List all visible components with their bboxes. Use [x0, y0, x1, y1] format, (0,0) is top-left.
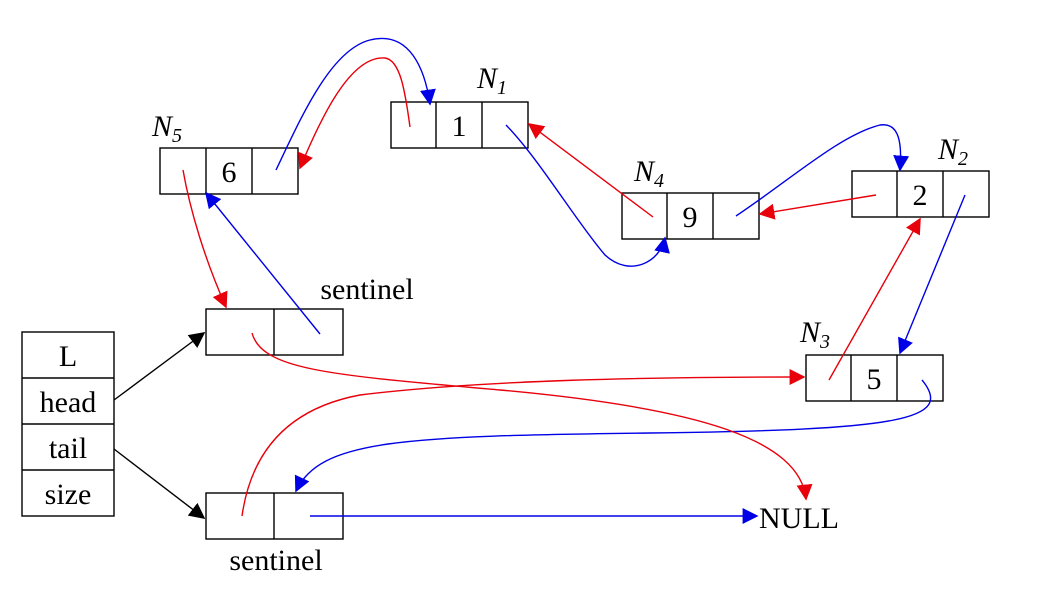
head-pointer-arrow — [113, 332, 206, 401]
next-arrow-sentinel-to-n5 — [204, 191, 321, 335]
field-tail: tail — [49, 432, 87, 465]
node-n5-value: 6 — [222, 156, 237, 189]
next-arrow-n2-to-n3 — [898, 194, 966, 355]
prev-arrow-n2-to-n4 — [758, 194, 877, 220]
next-arrow-n4-to-n2 — [735, 124, 910, 217]
node-n1-label: N1 — [476, 62, 507, 99]
prev-arrow-n1-to-n5 — [298, 57, 411, 170]
node-n1-value: 1 — [452, 110, 467, 143]
list-name: L — [59, 340, 77, 373]
next-arrow-n1-to-n4 — [505, 124, 670, 267]
node-n1: 1 N1 — [390, 62, 529, 149]
node-n3-label: N3 — [799, 316, 830, 353]
prev-arrow-n5-to-head-sentinel — [182, 169, 228, 309]
node-n2-value: 2 — [913, 179, 928, 212]
null-label: NULL — [759, 502, 839, 535]
field-head: head — [40, 386, 97, 419]
node-n3-value: 5 — [867, 363, 882, 396]
head-sentinel-label: sentinel — [320, 273, 413, 306]
node-n5: 6 N5 — [151, 110, 299, 195]
next-arrow-n3-to-tail-sentinel — [294, 379, 932, 493]
node-n4-value: 9 — [683, 201, 698, 234]
node-n4-label: N4 — [633, 155, 664, 192]
prev-arrow-n3-to-n2 — [828, 217, 921, 381]
tail-sentinel: sentinel — [205, 492, 344, 577]
node-n3: 5 N3 — [799, 316, 944, 402]
node-n4: 9 N4 — [621, 155, 760, 240]
list-struct: L head tail size — [21, 331, 115, 517]
node-n2-label: N2 — [937, 133, 968, 170]
node-n5-label: N5 — [151, 110, 182, 147]
tail-pointer-arrow — [113, 448, 206, 519]
field-size: size — [45, 478, 92, 511]
prev-arrow-head-sentinel-to-null — [251, 332, 813, 501]
next-arrow-n5-to-n1 — [275, 37, 436, 171]
node-n2: 2 N2 — [851, 133, 990, 218]
tail-sentinel-label: sentinel — [229, 544, 322, 577]
prev-arrow-tail-sentinel-to-n3 — [241, 369, 806, 517]
head-sentinel: sentinel — [205, 273, 414, 356]
prev-arrow-n4-to-n1 — [527, 123, 654, 218]
